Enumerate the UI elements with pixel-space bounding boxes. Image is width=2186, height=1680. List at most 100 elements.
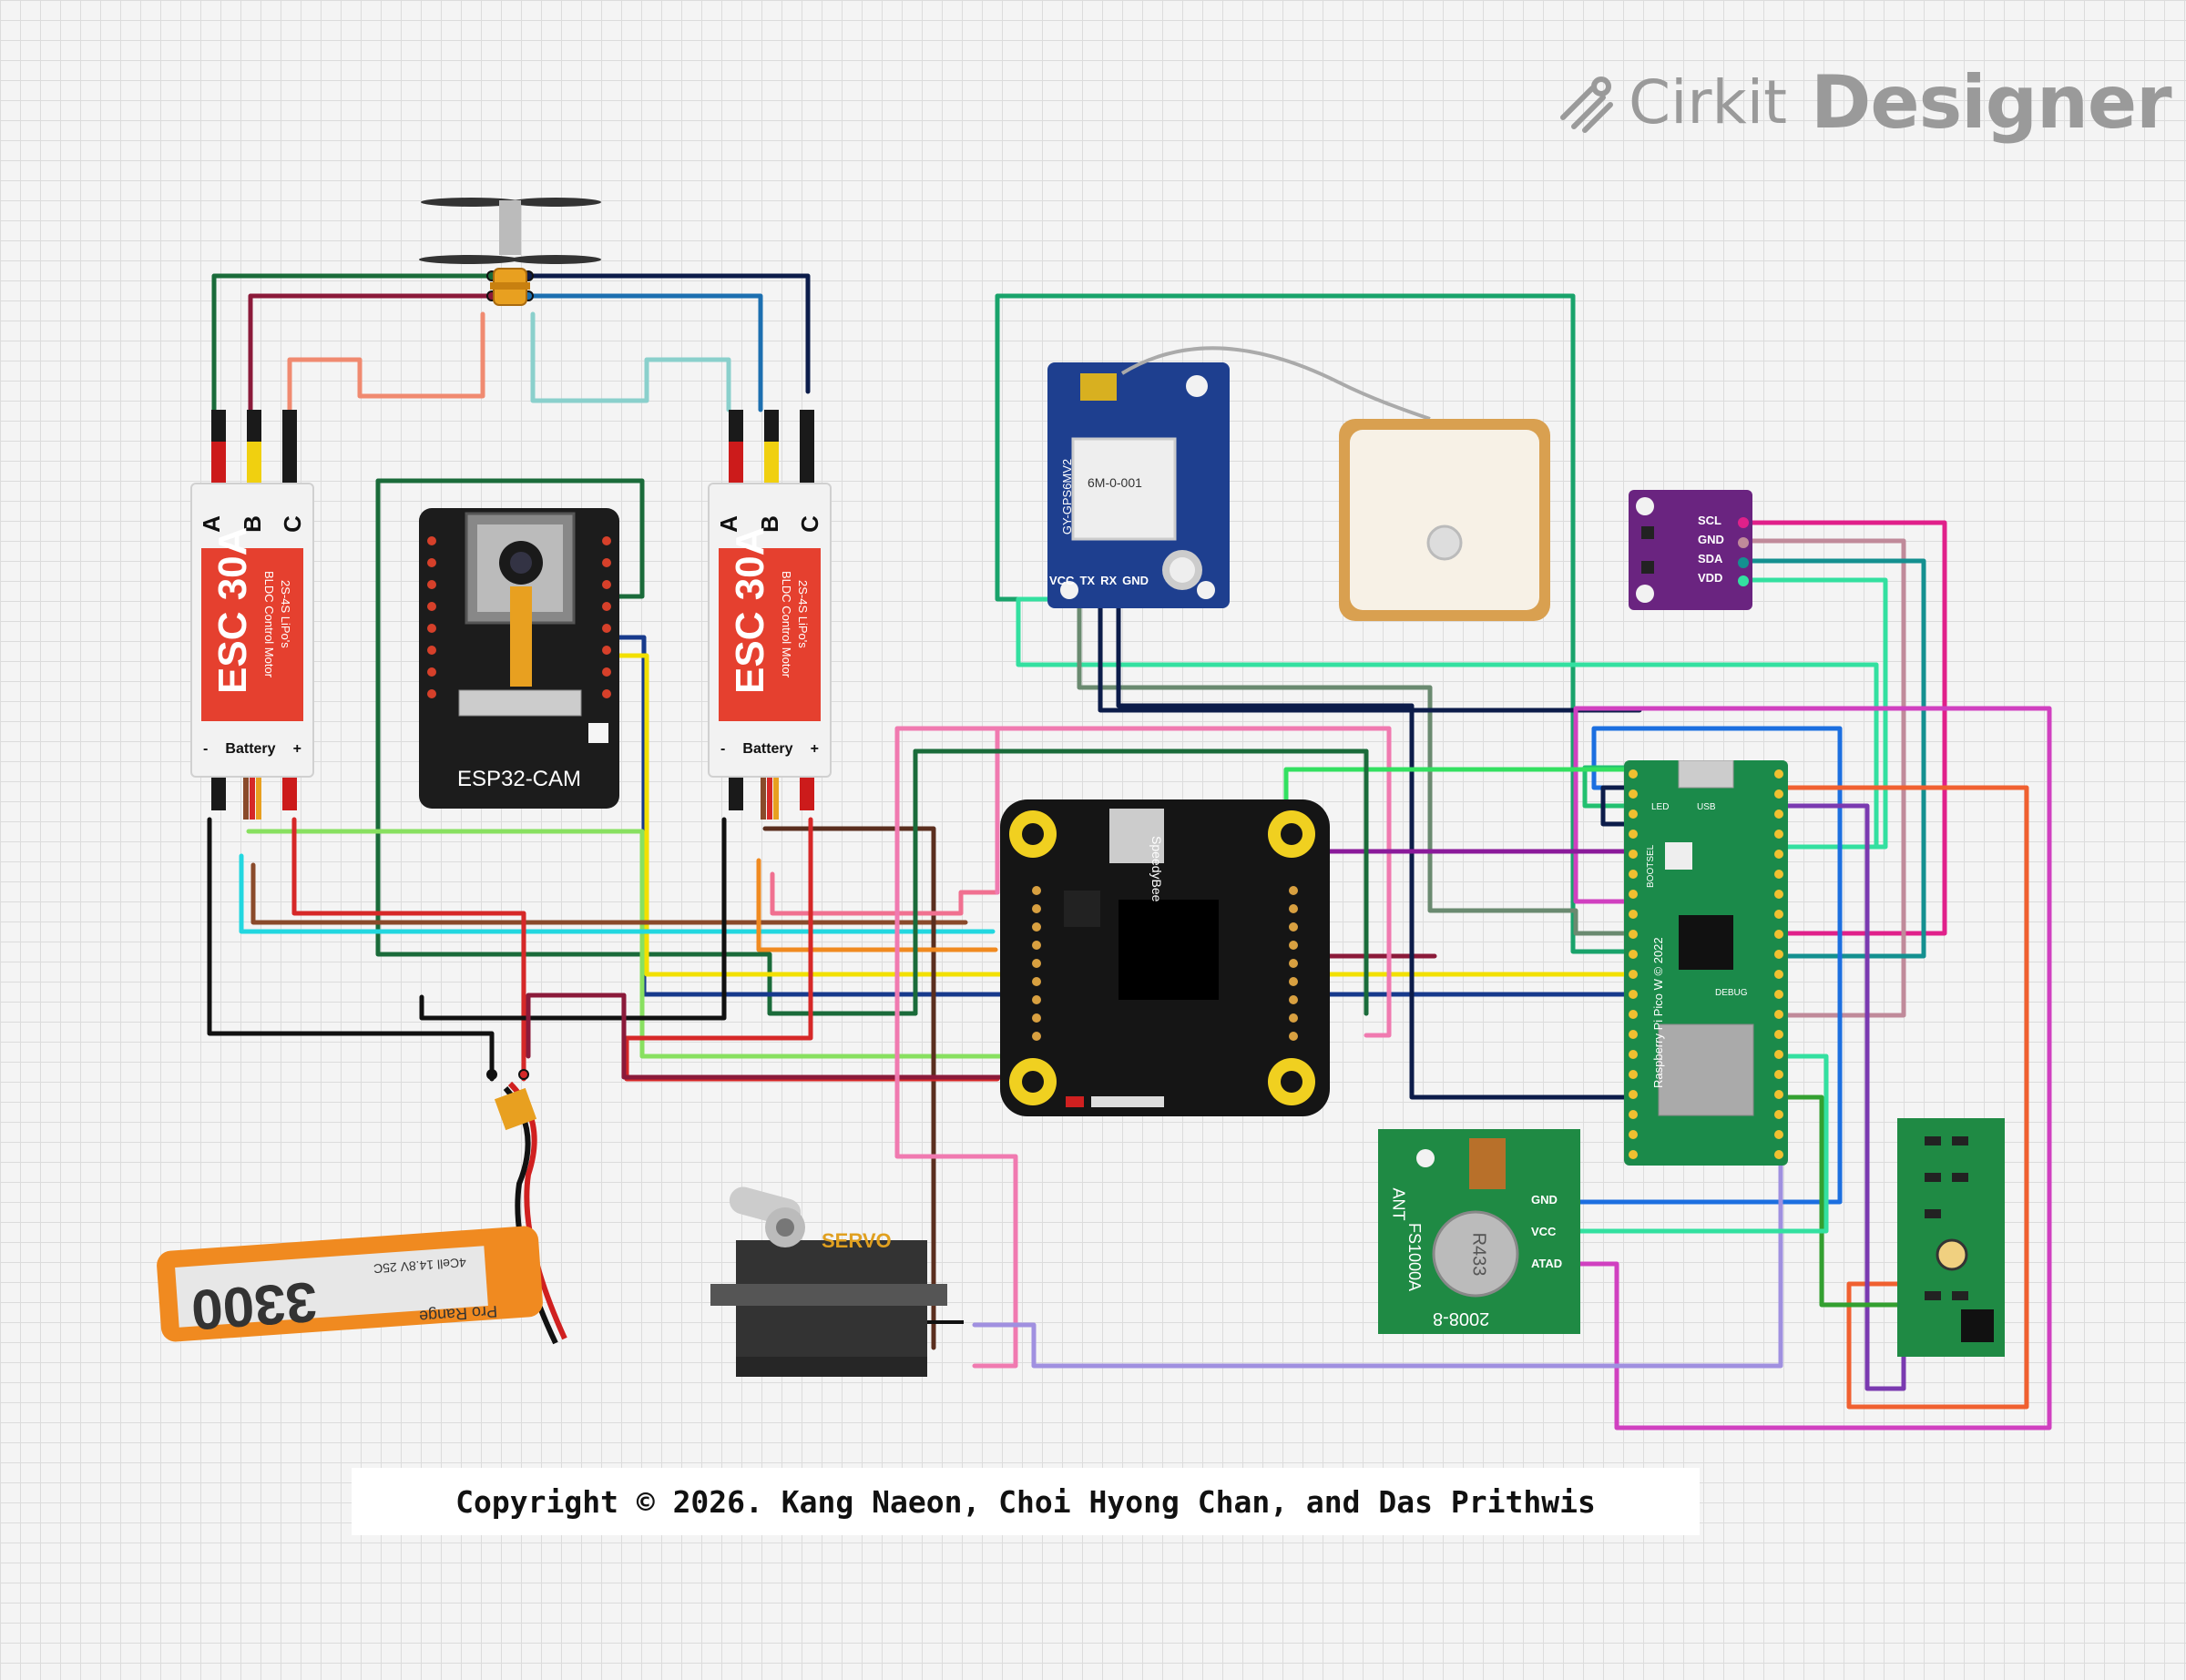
wire-magenta-long xyxy=(1568,706,2052,1431)
wire-gps-grey xyxy=(1077,596,1633,936)
rf-receiver xyxy=(1897,1118,2005,1357)
pico-label-usb: USB xyxy=(1697,802,1716,812)
rf-tx-pin-atad: ATAD xyxy=(1531,1257,1563,1270)
esc-left-plus: + xyxy=(292,741,301,757)
esc-left-leads xyxy=(211,410,297,820)
gps-module: 6M-0-001 GY-GPS6MV2 VCC TX RX GND xyxy=(1047,362,1230,608)
esc-right-plus: + xyxy=(810,741,819,757)
wire-pink-servo xyxy=(894,726,1018,1369)
wire-motor-maroon xyxy=(248,293,495,412)
battery-art xyxy=(157,1081,567,1345)
wire-darkgreen-fc xyxy=(913,748,1369,1016)
pico-label-led: LED xyxy=(1651,802,1670,812)
esc-left-subtitle: BLDC Control Motor xyxy=(262,571,276,678)
wire-escl-green xyxy=(246,829,1005,1059)
i2c-sensor: SCL GND SDA VDD xyxy=(1629,490,1752,610)
wire-green-pico xyxy=(1783,1095,1906,1308)
wire-navy-pico xyxy=(1600,785,1638,827)
copyright-banner: Copyright © 2026. Kang Naeon, Choi Hyong… xyxy=(352,1468,1700,1535)
rf-tx-model: FS1000A xyxy=(1405,1222,1425,1292)
wire-escl-cyan xyxy=(239,853,996,934)
sensor-pin-labels: SCL GND SDA VDD xyxy=(1698,514,1724,585)
esc-right: A B C ESC 30A BLDC Control Motor 2S-4S L… xyxy=(706,401,833,829)
wire-gps-green xyxy=(995,293,1633,954)
servo-label: SERVO xyxy=(822,1229,892,1252)
esc-left-subtitle2: 2S-4S LiPo's xyxy=(279,580,292,648)
propeller-icon xyxy=(419,198,601,306)
esp32-cam-board-art xyxy=(427,512,611,743)
sensor-pin-gnd: GND xyxy=(1698,533,1724,546)
wire-sensor-teal xyxy=(1742,558,1926,959)
esc-right-pin-c: C xyxy=(796,515,824,533)
servo-motor: SERVO xyxy=(710,1184,970,1380)
esc-right-battery: Battery xyxy=(742,741,793,757)
pico-board-text: Raspberry Pi Pico W © 2022 xyxy=(1651,937,1665,1088)
wire-blue-pico xyxy=(1568,726,1843,1205)
pico-label-bootsel: BOOTSEL xyxy=(1646,844,1656,888)
wire-motor-navy xyxy=(526,273,811,394)
gps-pin-rx: RX xyxy=(1100,574,1118,587)
logo-text-designer: Designer xyxy=(1811,59,2172,145)
wire-mint-rf xyxy=(1568,1054,1829,1234)
esc-left: A B C ESC 30A BLDC Control Motor 2S-4S L… xyxy=(189,401,316,829)
sensor-board-art xyxy=(1636,497,1749,603)
esc-left-minus: - xyxy=(203,741,209,757)
cirkit-logo-icon xyxy=(1560,76,1613,133)
wire-escl-brown xyxy=(250,862,968,925)
esc-right-leads xyxy=(729,410,814,820)
rf-tx-pin-vcc: VCC xyxy=(1531,1225,1557,1238)
servo-art xyxy=(710,1186,964,1377)
wire-escl-black xyxy=(207,817,495,1082)
wire-motor-salmon xyxy=(287,311,485,412)
rf-tx-ant: ANT xyxy=(1389,1187,1408,1221)
esc-right-title: ESC 30A xyxy=(728,526,772,694)
wire-gps-navy xyxy=(1116,596,1633,1100)
fc-brand: SpeedyBee xyxy=(1149,836,1164,902)
wire-motor-teal xyxy=(530,311,731,412)
rf-tx-board-art xyxy=(1416,1138,1519,1298)
wire-motor-blue xyxy=(526,293,763,412)
rf-tx-pin-labels: GND VCC ATAD xyxy=(1531,1193,1562,1270)
logo-text-cirkit: Cirkit xyxy=(1629,66,1787,137)
sensor-pin-vdd: VDD xyxy=(1698,571,1723,585)
esc-left-title: ESC 30A xyxy=(210,526,255,694)
rf-tx-chip: R433 xyxy=(1468,1232,1489,1277)
rf-rx-board-art xyxy=(1925,1136,1994,1342)
esc-right-subtitle2: 2S-4S LiPo's xyxy=(796,580,810,648)
gps-antenna xyxy=(1120,346,1550,621)
esc-right-minus: - xyxy=(720,741,726,757)
wire-escr-pink xyxy=(770,871,1000,916)
flight-controller: SpeedyBee xyxy=(1000,799,1330,1116)
gps-module-label: GY-GPS6MV2 xyxy=(1060,458,1075,535)
rf-tx-code: 2008-8 xyxy=(1433,1308,1490,1329)
wire-escr-brown xyxy=(762,826,936,1350)
rf-tx-pin-gnd: GND xyxy=(1531,1193,1558,1207)
wire-sensor-rose xyxy=(1742,538,1906,1018)
wire-purple-pico xyxy=(1783,803,1906,1391)
sensor-pin-sda: SDA xyxy=(1698,552,1723,565)
pico-board-art xyxy=(1629,760,1783,1159)
raspberry-pi-pico-w: LED USB BOOTSEL DEBUG Raspberry Pi Pico … xyxy=(1624,760,1788,1166)
gps-chip-text: 6M-0-001 xyxy=(1088,475,1142,490)
esp32-cam-label: ESP32-CAM xyxy=(456,767,582,791)
gps-pin-labels: VCC TX RX GND xyxy=(1049,574,1149,587)
esc-left-pin-c: C xyxy=(279,515,307,533)
rf-transmitter: R433 FS1000A ANT 2008-8 GND VCC ATAD xyxy=(1378,1129,1580,1334)
battery-capacity: 3300 xyxy=(189,1269,320,1341)
gps-board-art xyxy=(1060,373,1215,599)
wire-gps-navy2 xyxy=(1098,596,1642,713)
gps-pin-tx: TX xyxy=(1079,574,1096,587)
wire-sensor-mint xyxy=(1742,577,1888,850)
gps-pin-gnd: GND xyxy=(1122,574,1149,587)
gps-pin-vcc: VCC xyxy=(1049,574,1075,587)
brushless-motor xyxy=(419,191,601,328)
cirkit-designer-logo: Cirkit Designer xyxy=(1556,56,2172,148)
lipo-battery: 3300 4Cell 14.8V 25C Pro Range xyxy=(155,1065,619,1366)
flight-controller-art xyxy=(1009,809,1315,1107)
sensor-pin-scl: SCL xyxy=(1698,514,1721,527)
wire-orange-pico xyxy=(1783,785,2029,1410)
wire-motor-green xyxy=(211,273,495,412)
esc-left-battery: Battery xyxy=(225,741,276,757)
wire-escl-red xyxy=(291,817,526,1082)
